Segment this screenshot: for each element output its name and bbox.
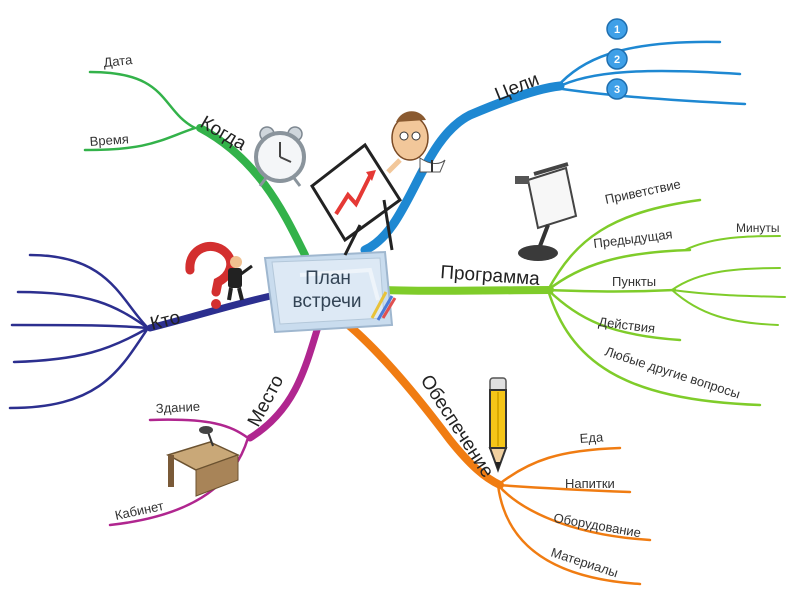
when-item-time: Время <box>89 131 129 149</box>
svg-text:2: 2 <box>614 54 620 66</box>
pencils-icon <box>370 291 397 321</box>
goals-sub-3 <box>554 86 747 106</box>
supply-sub-materials <box>496 483 642 586</box>
flipchart-icon <box>515 162 578 261</box>
program-item-previous: Предыдущая <box>593 226 674 251</box>
supply-sub-food <box>496 446 622 487</box>
branch-program-trunk <box>381 286 554 295</box>
place-item-office: Кабинет <box>114 498 166 523</box>
branch-program <box>381 198 786 407</box>
who-sub-2 <box>16 290 150 330</box>
program-sub-items-b <box>671 289 786 298</box>
who-sub-3 <box>10 323 150 330</box>
branch-when-trunk <box>196 124 309 259</box>
program-item-actions: Действия <box>598 314 656 336</box>
supply-item-equipment: Оборудование <box>552 510 642 540</box>
branch-program-label: Программа <box>440 262 541 290</box>
goal-badge-2: 2 <box>606 48 628 70</box>
program-sub-minutes <box>684 235 781 251</box>
program-sub-actions <box>546 288 682 342</box>
goal-badge-3: 3 <box>606 78 628 100</box>
place-item-building: Здание <box>155 399 200 416</box>
clock-icon <box>254 126 306 187</box>
goals-sub-2 <box>554 69 742 90</box>
branch-who <box>8 253 279 410</box>
center-node: План встречи <box>263 250 397 334</box>
program-sub-items-c <box>671 289 779 326</box>
supply-item-food: Еда <box>579 429 604 446</box>
branch-goals <box>360 40 747 255</box>
program-sub-items <box>546 288 677 293</box>
program-sub-greeting <box>546 198 702 292</box>
when-sub-time <box>83 126 197 152</box>
center-title-line1: План <box>305 268 351 289</box>
branch-supply-trunk <box>336 314 504 489</box>
when-sub-date <box>88 70 197 130</box>
program-sub-previous <box>546 248 692 292</box>
pencil-icon <box>488 377 508 473</box>
branch-who-label: Кто <box>148 307 182 335</box>
when-item-date: Дата <box>103 52 134 70</box>
branch-who-trunk <box>146 291 279 332</box>
place-sub-office <box>108 436 250 527</box>
place-sub-building <box>148 418 250 440</box>
program-sub-aob <box>546 288 762 407</box>
svg-text:3: 3 <box>614 84 620 96</box>
svg-text:1: 1 <box>614 24 620 36</box>
branch-when-label: Когда <box>197 112 251 155</box>
who-sub-1 <box>28 253 150 330</box>
branch-place-trunk <box>246 316 324 442</box>
branch-place-label: Место <box>244 372 288 431</box>
program-item-points: Пункты <box>612 274 656 289</box>
program-item-aob: Любые другие вопросы <box>603 344 742 402</box>
program-item-minutes: Минуты <box>736 221 779 235</box>
center-title-line2: встречи <box>292 291 361 312</box>
supply-sub-equipment <box>496 483 652 542</box>
branch-supply-label: Обеспечение <box>416 371 498 481</box>
who-sub-5 <box>8 326 150 410</box>
branch-supply <box>336 314 652 586</box>
who-sub-4 <box>12 326 150 364</box>
branch-place <box>108 316 324 527</box>
desk-icon <box>166 426 240 497</box>
goals-sub-1 <box>554 40 722 90</box>
goal-badge-1: 1 <box>606 18 628 40</box>
program-item-greeting: Приветствие <box>604 176 682 207</box>
branch-when <box>83 70 309 259</box>
supply-item-drinks: Напитки <box>565 476 615 491</box>
branch-goals-trunk <box>360 81 565 255</box>
question-mark-person-icon <box>185 241 253 309</box>
supply-sub-drinks <box>496 483 632 494</box>
program-sub-items-a <box>671 267 781 291</box>
presenter-chart-icon <box>310 111 446 256</box>
